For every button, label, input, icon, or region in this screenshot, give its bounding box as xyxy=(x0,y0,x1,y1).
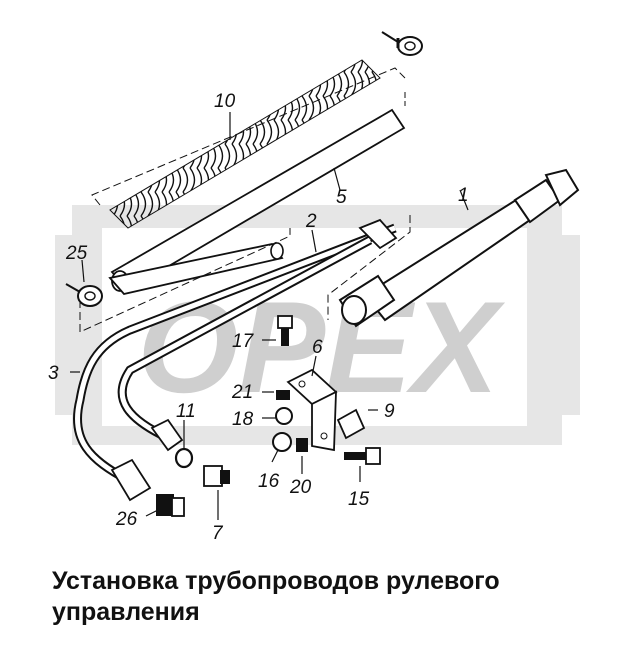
caption-line-1: Установка трубопроводов рулевого xyxy=(52,567,500,595)
diagram-caption: Установка трубопроводов рулевого управле… xyxy=(52,566,612,628)
part-2-pipe xyxy=(117,218,398,452)
part-5-short-tube xyxy=(108,242,284,295)
callout-20: 20 xyxy=(290,477,312,498)
part-17-bolt xyxy=(277,315,293,346)
bracket-dashed-left xyxy=(79,228,291,333)
callout-10: 10 xyxy=(214,91,236,112)
part-3-pipe xyxy=(72,223,397,502)
callout-9: 9 xyxy=(384,401,395,422)
part-26-fitting xyxy=(156,494,185,517)
part-21-nut xyxy=(276,390,290,400)
part-18-washer xyxy=(275,407,293,425)
bracket-dashed-right xyxy=(327,215,411,320)
callout-3: 3 xyxy=(48,363,59,384)
callout-16: 16 xyxy=(258,471,280,492)
callout-11: 11 xyxy=(176,401,196,422)
callout-2: 2 xyxy=(306,211,317,232)
leader-lines xyxy=(70,112,469,520)
callout-15: 15 xyxy=(348,489,370,510)
callout-6: 6 xyxy=(312,337,323,358)
callout-26: 26 xyxy=(116,509,138,530)
part-6-bracket xyxy=(286,368,338,452)
callout-1: 1 xyxy=(458,185,469,206)
callout-7: 7 xyxy=(212,523,223,544)
part-16-nut xyxy=(272,432,292,452)
callout-25: 25 xyxy=(66,243,88,264)
part-20-nut xyxy=(296,438,308,452)
part-11-ring xyxy=(174,447,194,469)
callout-17: 17 xyxy=(232,331,254,352)
part-10-spring xyxy=(91,59,406,229)
callout-21: 21 xyxy=(232,382,254,403)
part-15-bolt xyxy=(344,447,381,465)
part-1-hose xyxy=(338,168,580,328)
part-25-clamp-top xyxy=(381,31,423,56)
callout-18: 18 xyxy=(232,409,254,430)
callout-5: 5 xyxy=(336,187,347,208)
parts-diagram: OPEX xyxy=(55,31,580,520)
caption-line-2: управления xyxy=(52,598,200,626)
part-25-clamp-lower xyxy=(65,283,103,307)
part-9-clip xyxy=(336,408,366,440)
part-7-fitting xyxy=(203,465,230,487)
